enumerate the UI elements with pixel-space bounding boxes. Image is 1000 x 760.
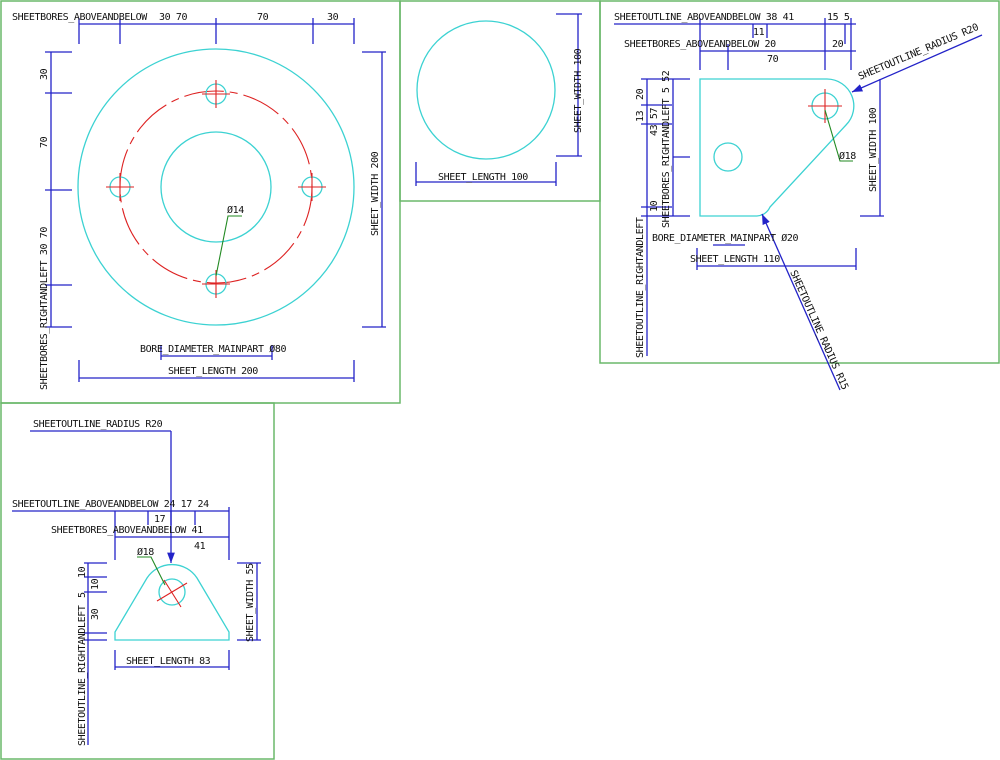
sheet-width-label: SHEET_WIDTH 100: [868, 107, 879, 192]
bores-dim-value: 41: [194, 541, 206, 552]
dimension-lines: [12, 430, 261, 745]
view-bracket[interactable]: Ø18 SHEETOUTLINE_ABOVEANDBELOW 38 41 15 …: [614, 12, 983, 392]
dimension-lines: [415, 13, 582, 186]
bores-dim-value: 70: [767, 54, 779, 65]
radius-bottom-label: SHEETOUTLINE_RADIUS R15: [787, 269, 850, 392]
bolt-holes[interactable]: [106, 80, 326, 298]
bolt-circle: [119, 90, 313, 284]
view-round-plate[interactable]: Ø14 SHEETBORES_ABOVEANDBELOW 30 70 70 30…: [12, 12, 386, 390]
sheet-width-label: SHEET_WIDTH 55: [245, 563, 256, 642]
left-dim-value: 10: [77, 566, 88, 578]
left-dim-value: 20: [635, 88, 646, 100]
hole-diameter-label: Ø14: [227, 204, 244, 216]
bore-hole[interactable]: [158, 578, 186, 606]
left-dim-value: 43 57: [649, 108, 660, 136]
hole-leader: [824, 109, 853, 162]
main-bore[interactable]: [713, 142, 743, 172]
radius-label: SHEETOUTLINE_RADIUS R20: [33, 419, 163, 430]
left-dim-value: 13: [635, 110, 646, 122]
sheet-length-label: SHEET_LENGTH 110: [690, 254, 780, 265]
left-dim-label: SHEETBORES_RIGHTANDLEFT 30 70: [39, 227, 50, 390]
left-dim-value: 30: [90, 608, 101, 620]
left-dim-label: SHEETBORES_RIGHTANDLEFT 5 52: [661, 70, 672, 228]
view-trapezoid[interactable]: Ø18 SHEETOUTLINE_ABOVEANDBELOW 24 17 24 …: [12, 419, 261, 746]
hole-diameter-label: Ø18: [839, 150, 856, 162]
bores-dim-label: SHEETBORES_ABOVEANDBELOW 41: [51, 525, 203, 536]
bores-dim-label: SHEETBORES_ABOVEANDBELOW 20: [624, 39, 776, 50]
top-dim-value: 70: [257, 12, 269, 23]
bracket-outline[interactable]: [699, 78, 855, 217]
trapezoid-outline[interactable]: [114, 564, 230, 641]
dimension-lines: [45, 18, 386, 382]
view-disc[interactable]: SHEET_WIDTH 100 SHEET_LENGTH 100: [415, 13, 584, 186]
outline-rl-label: SHEETOUTLINE_RIGHTANDLEFT: [635, 217, 646, 358]
top-dim-label: SHEETBORES_ABOVEANDBELOW: [12, 12, 148, 23]
hole-diameter-label: Ø18: [137, 546, 154, 558]
left-dim-value: 30: [39, 68, 50, 80]
left-dim-value: 10: [90, 578, 101, 590]
radius-top-label: SHEETOUTLINE_RADIUS R20: [857, 22, 981, 83]
centerline-cross: [156, 579, 188, 608]
top-dim-value: 30: [327, 12, 339, 23]
bore-diameter-label: BORE_DIAMETER_MAINPART Ø20: [652, 232, 799, 244]
bores-dim-value: 20: [832, 39, 844, 50]
left-dim-value: 10: [649, 200, 660, 212]
left-dim-value: 5: [77, 592, 88, 598]
sheet-width-label: SHEET_WIDTH 200: [370, 151, 381, 236]
sheet-length-label: SHEET_LENGTH 100: [438, 172, 528, 183]
top-dim-value: 15 5: [827, 12, 850, 23]
sheet-length-label: SHEET_LENGTH 83: [126, 656, 211, 667]
hole-leader: [215, 215, 242, 277]
top-dim-values: 30 70: [159, 12, 187, 23]
sheet-width-label: SHEET_WIDTH 100: [573, 48, 584, 133]
main-bore[interactable]: [160, 131, 272, 243]
top-dim-label: SHEETOUTLINE_ABOVEANDBELOW 38 41: [614, 12, 794, 23]
left-dim-value: 70: [39, 136, 50, 148]
outline-rl-label: SHEETOUTLINE_RIGHTANDLEFT: [77, 605, 88, 746]
bore-diameter-label: BORE_DIAMETER_MAINPART Ø80: [140, 343, 287, 355]
top-dim-value: 17: [154, 514, 166, 525]
disc-outline[interactable]: [416, 20, 556, 160]
hole-leader: [137, 556, 166, 586]
outer-outline[interactable]: [77, 48, 355, 326]
centerline-cross: [808, 89, 842, 123]
top-dim-label: SHEETOUTLINE_ABOVEANDBELOW 24 17 24: [12, 499, 209, 510]
dimension-lines: [614, 18, 983, 391]
top-dim-value: 11: [753, 27, 765, 38]
sheet-length-label: SHEET_LENGTH 200: [168, 366, 258, 377]
